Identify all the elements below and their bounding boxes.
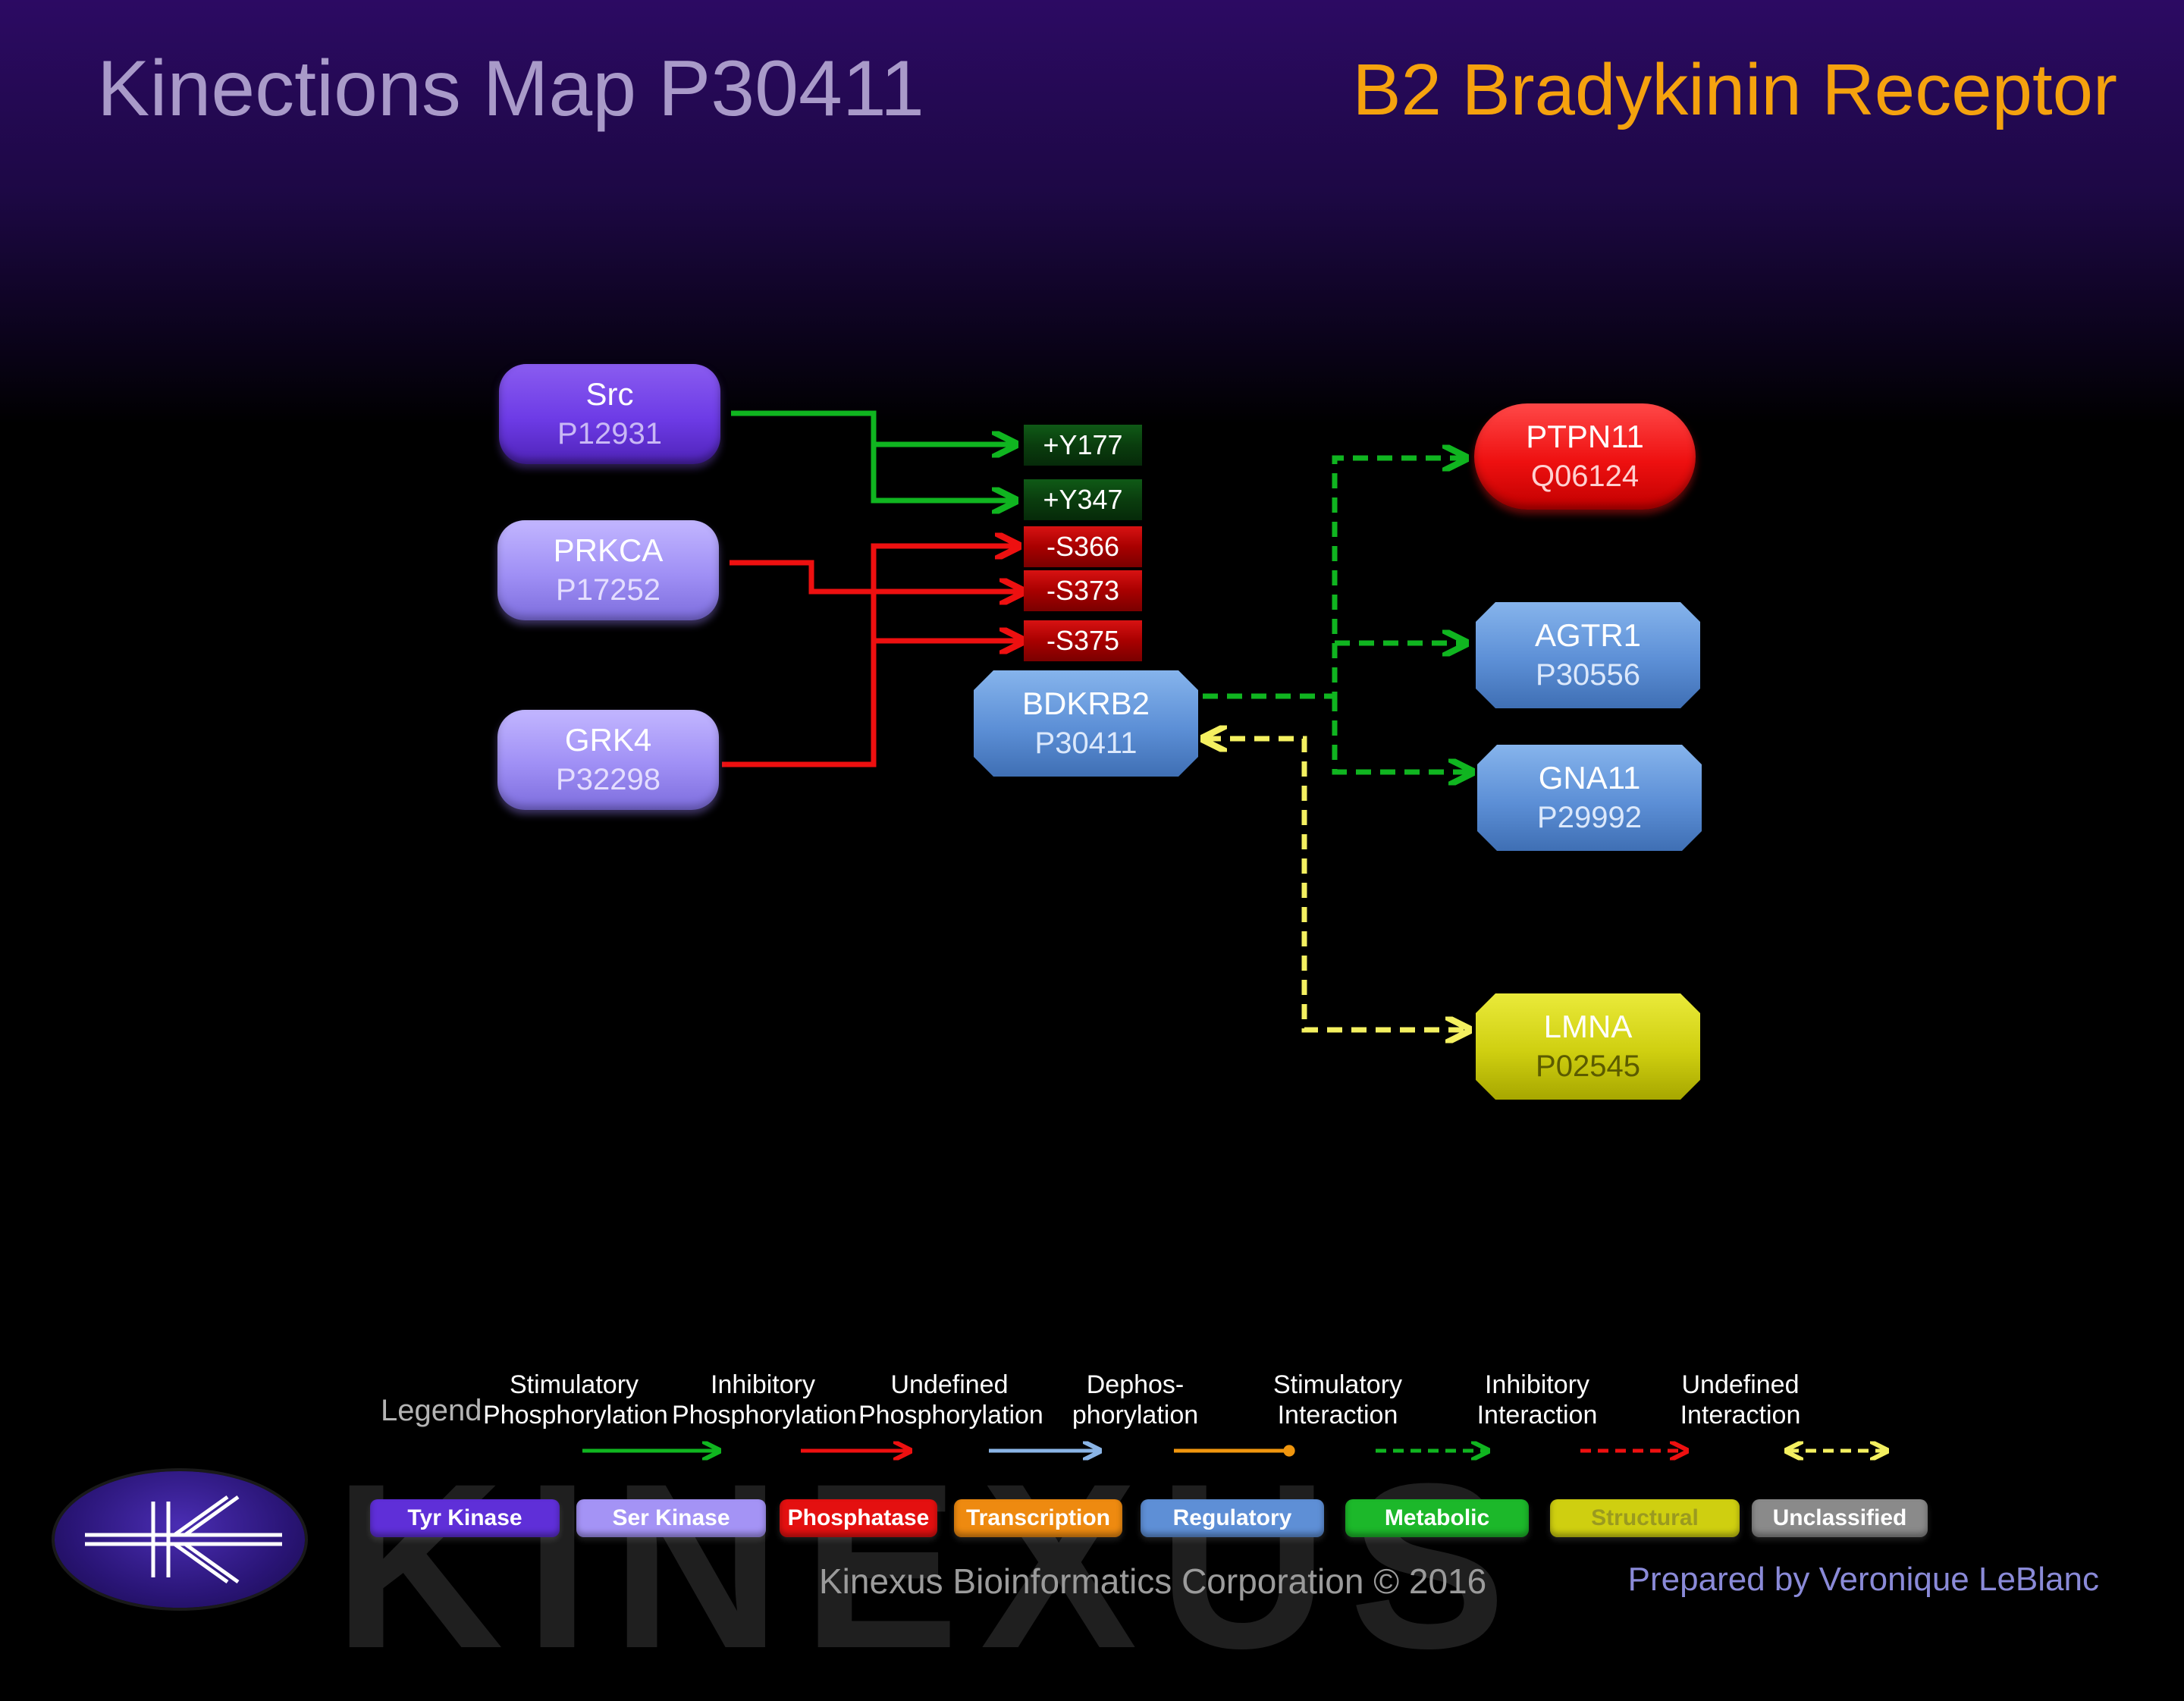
page-subtitle: B2 Bradykinin Receptor bbox=[1352, 49, 2117, 130]
grk4-s366-arrow bbox=[722, 546, 1016, 767]
node-accession: P02545 bbox=[1536, 1050, 1640, 1083]
bdkrb2-lmna-arrow bbox=[1206, 739, 1467, 1030]
node-name: GRK4 bbox=[564, 722, 652, 758]
node-name: BDKRB2 bbox=[1021, 686, 1150, 721]
legend-arrow-label: Undefined Phosphorylation bbox=[858, 1370, 1043, 1430]
header-band bbox=[0, 0, 2184, 425]
footer-prepared-by: Prepared by Veronique LeBlanc bbox=[1627, 1561, 2099, 1598]
node-accession: P32298 bbox=[556, 763, 661, 796]
legend-chip: Unclassified bbox=[1752, 1499, 1928, 1537]
bdkrb2-ptpn11-arrow bbox=[1203, 458, 1464, 699]
node-name: LMNA bbox=[1543, 1009, 1633, 1044]
kinexus-logo bbox=[55, 1471, 305, 1608]
legend-arrow-label: Undefined Interaction bbox=[1680, 1370, 1801, 1430]
node-src[interactable]: Src P12931 bbox=[499, 364, 720, 464]
legend-chip: Tyr Kinase bbox=[370, 1499, 560, 1537]
site-s373[interactable]: -S373 bbox=[1024, 570, 1142, 611]
node-accession: P29992 bbox=[1537, 801, 1642, 834]
node-name: Src bbox=[585, 376, 634, 412]
node-prkca[interactable]: PRKCA P17252 bbox=[497, 520, 719, 620]
legend-chip: Transcription bbox=[954, 1499, 1122, 1537]
node-gna11[interactable]: GNA11 P29992 bbox=[1477, 745, 1702, 851]
node-accession: P12931 bbox=[557, 417, 662, 450]
node-name: PRKCA bbox=[553, 532, 664, 568]
legend-chip: Metabolic bbox=[1345, 1499, 1529, 1537]
legend-chip: Structural bbox=[1550, 1499, 1740, 1537]
node-name: GNA11 bbox=[1538, 760, 1641, 796]
page-title: Kinections Map P30411 bbox=[97, 45, 924, 133]
kinexus-k-icon bbox=[85, 1495, 282, 1584]
legend-arrow-label: Inhibitory Phosphorylation bbox=[672, 1370, 857, 1430]
legend-chip: Regulatory bbox=[1141, 1499, 1324, 1537]
legend-arrow-label: Dephos- phorylation bbox=[1072, 1370, 1199, 1430]
legend-title: Legend bbox=[381, 1394, 482, 1427]
legend-arrow-label: Stimulatory Interaction bbox=[1272, 1370, 1403, 1430]
node-bdkrb2[interactable]: BDKRB2 P30411 bbox=[974, 670, 1198, 777]
legend-chip: Phosphatase bbox=[780, 1499, 937, 1537]
site-s366[interactable]: -S366 bbox=[1024, 526, 1142, 567]
node-lmna[interactable]: LMNA P02545 bbox=[1476, 993, 1700, 1100]
legend-arrow-label: Stimulatory Phosphorylation bbox=[483, 1370, 668, 1430]
node-accession: P30556 bbox=[1536, 658, 1640, 692]
src-y177-arrow bbox=[731, 410, 1013, 444]
node-ptpn11[interactable]: PTPN11 Q06124 bbox=[1474, 403, 1696, 510]
node-accession: P17252 bbox=[556, 573, 661, 607]
node-accession: Q06124 bbox=[1530, 460, 1640, 493]
node-grk4[interactable]: GRK4 P32298 bbox=[497, 710, 719, 810]
node-name: AGTR1 bbox=[1534, 617, 1642, 653]
legend-chip: Ser Kinase bbox=[576, 1499, 766, 1537]
site-y177[interactable]: +Y177 bbox=[1024, 425, 1142, 466]
footer-corporation: Kinexus Bioinformatics Corporation © 201… bbox=[819, 1561, 1487, 1601]
legend-arrow-label: Inhibitory Interaction bbox=[1476, 1370, 1598, 1430]
connector-layer bbox=[582, 410, 2184, 1638]
prkca-s373-arrow bbox=[730, 560, 1021, 592]
site-s375[interactable]: -S375 bbox=[1024, 620, 1142, 661]
node-agtr1[interactable]: AGTR1 P30556 bbox=[1476, 602, 1700, 708]
node-accession: P30411 bbox=[1034, 727, 1138, 760]
src-y347-arrow bbox=[871, 444, 1013, 501]
node-name: PTPN11 bbox=[1526, 419, 1644, 454]
site-y347[interactable]: +Y347 bbox=[1024, 479, 1142, 520]
bdkrb2-gna11-arrow bbox=[1332, 696, 1470, 772]
